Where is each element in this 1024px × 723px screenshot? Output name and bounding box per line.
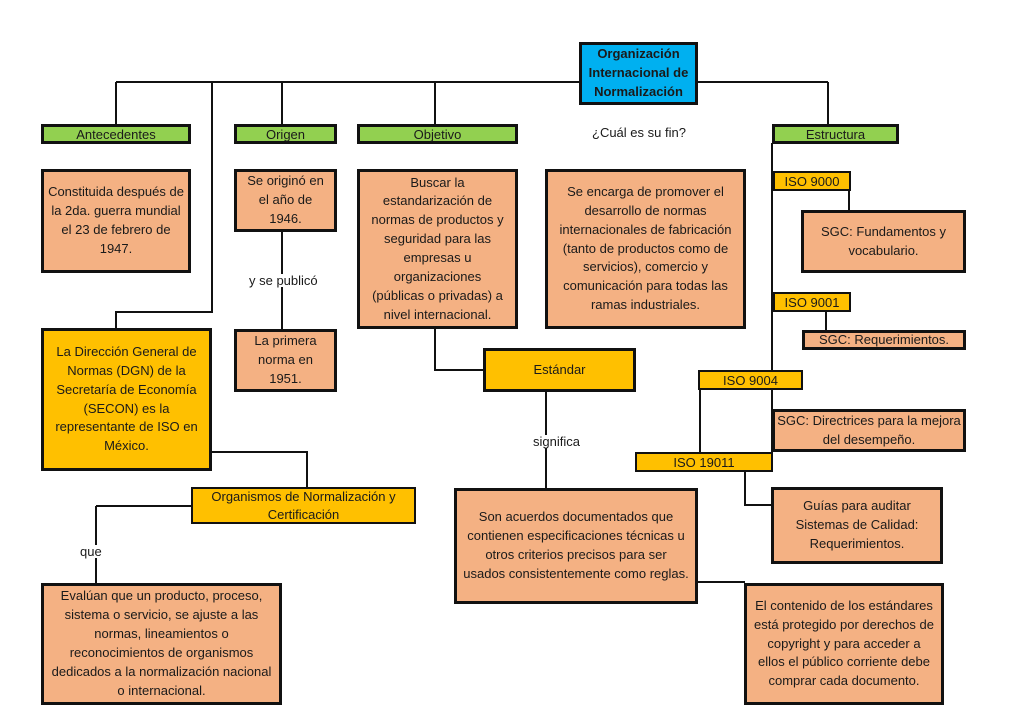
fin-box: Se encarga de promover el desarrollo de … [545, 169, 746, 329]
significa-label: significa [530, 435, 583, 448]
estandar-text: Estándar [533, 361, 586, 377]
estandar-box: Estándar [483, 348, 636, 392]
iso-9001-code: ISO 9001 [784, 294, 840, 310]
origen-box: Se originó en el año de 1946. [234, 169, 337, 232]
dgn-box: La Dirección General de Normas (DGN) de … [41, 328, 212, 471]
objetivo-text: Buscar la estandarización de normas de p… [371, 174, 504, 322]
iso-19011-desc-box: Guías para auditar Sistemas de Calidad: … [771, 487, 943, 564]
branch-origen-label: Origen [265, 126, 306, 142]
root-node: Organización Internacional de Normalizac… [579, 42, 698, 105]
iso-9004-desc-box: SGC: Directrices para la mejora del dese… [772, 409, 966, 452]
branch-origen: Origen [234, 124, 337, 144]
iso-9000-box: ISO 9000 [773, 171, 851, 191]
iso-9001-desc: SGC: Requerimientos. [818, 331, 950, 347]
organismos-text: Organismos de Normalización y Certificac… [211, 488, 396, 522]
branch-objetivo-label: Objetivo [413, 126, 462, 142]
iso-9004-desc: SGC: Directrices para la mejora del dese… [777, 412, 961, 447]
iso-9001-desc-box: SGC: Requerimientos. [802, 330, 966, 350]
evaluan-box: Evalúan que un producto, proceso, sistem… [41, 583, 282, 705]
branch-antecedentes-label: Antecedentes [76, 126, 156, 142]
branch-estructura-label: Estructura [805, 126, 866, 142]
iso-9000-desc: SGC: Fundamentos y vocabulario. [821, 223, 946, 258]
publico-label: y se publicó [246, 274, 321, 287]
iso-9000-desc-box: SGC: Fundamentos y vocabulario. [801, 210, 966, 273]
iso-9004-code: ISO 9004 [723, 372, 778, 388]
fin-text: Se encarga de promover el desarrollo de … [559, 184, 732, 313]
fin-question-label: ¿Cuál es su fin? [589, 126, 689, 139]
objetivo-box: Buscar la estandarización de normas de p… [357, 169, 518, 329]
dgn-text: La Dirección General de Normas (DGN) de … [55, 343, 198, 454]
origen-text: Se originó en el año de 1946. [247, 173, 324, 226]
branch-estructura: Estructura [772, 124, 899, 144]
primera-norma-text: La primera norma en 1951. [254, 333, 317, 386]
antecedentes-text: Constituida después de la 2da. guerra mu… [48, 184, 184, 256]
antecedentes-box: Constituida después de la 2da. guerra mu… [41, 169, 191, 273]
root-label: Organización Internacional de Normalizac… [588, 46, 689, 99]
iso-9001-box: ISO 9001 [773, 292, 851, 312]
iso-9000-code: ISO 9000 [784, 173, 840, 189]
evaluan-text: Evalúan que un producto, proceso, sistem… [51, 588, 272, 698]
copyright-text: El contenido de los estándares está prot… [754, 597, 934, 689]
que-label: que [77, 545, 105, 558]
organismos-box: Organismos de Normalización y Certificac… [191, 487, 416, 524]
iso-19011-code: ISO 19011 [673, 454, 735, 470]
acuerdos-text: Son acuerdos documentados que contienen … [463, 509, 689, 581]
copyright-box: El contenido de los estándares está prot… [744, 583, 944, 705]
iso-19011-box: ISO 19011 [635, 452, 773, 472]
branch-objetivo: Objetivo [357, 124, 518, 144]
branch-antecedentes: Antecedentes [41, 124, 191, 144]
acuerdos-box: Son acuerdos documentados que contienen … [454, 488, 698, 604]
iso-9004-box: ISO 9004 [698, 370, 803, 390]
iso-19011-desc: Guías para auditar Sistemas de Calidad: … [795, 498, 919, 551]
primera-norma-box: La primera norma en 1951. [234, 329, 337, 392]
